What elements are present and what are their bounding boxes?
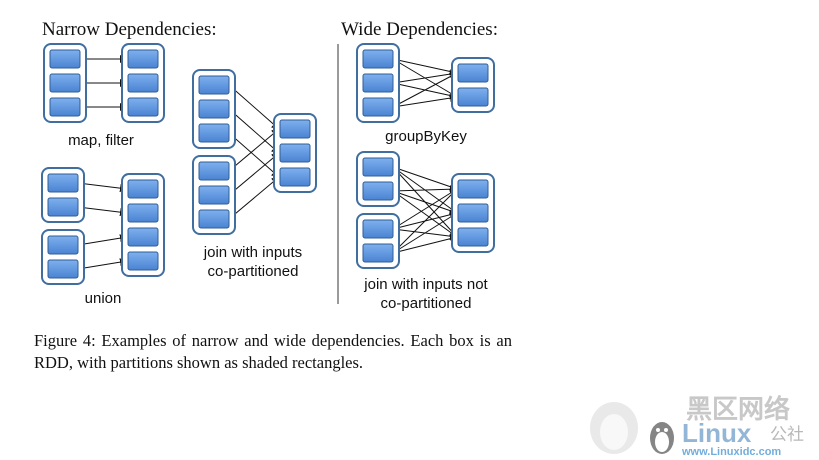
partition: [362, 97, 394, 117]
dependency-arrow: [392, 166, 458, 191]
partition: [198, 161, 230, 181]
partition: [127, 97, 159, 117]
partition: [457, 63, 489, 83]
dependency-arrow: [228, 108, 280, 154]
dependency-arrow: [392, 185, 458, 194]
union-label: union: [85, 290, 122, 307]
watermark-logo: 黑区网络 Linux 公社 www.Linuxidc.com: [590, 394, 804, 458]
partition: [198, 123, 230, 143]
join-copartitioned-label-line1: join with inputs: [203, 244, 302, 261]
dependency-arrow: [228, 132, 280, 178]
map-filter-label: map, filter: [68, 132, 134, 149]
dependency-arrow: [392, 58, 458, 76]
dependency-arrow: [392, 212, 458, 254]
partition: [127, 49, 159, 69]
partition: [279, 143, 311, 163]
partition: [457, 179, 489, 199]
partition: [127, 179, 159, 199]
dependency-arrow: [392, 190, 458, 238]
partition: [49, 49, 81, 69]
partition: [49, 73, 81, 93]
dependency-arrow: [77, 206, 128, 217]
partition: [127, 251, 159, 271]
partition: [362, 157, 394, 177]
partition: [198, 75, 230, 95]
wide-heading: Wide Dependencies:: [341, 19, 498, 40]
dependency-arrows: [77, 55, 458, 270]
partition: [198, 185, 230, 205]
dependency-arrow: [228, 176, 280, 220]
dependency-arrow: [392, 70, 458, 84]
partition: [47, 235, 79, 255]
partition: [362, 73, 394, 93]
partition: [362, 49, 394, 69]
partition: [279, 167, 311, 187]
watermark-line1: 黑区网络: [686, 394, 790, 424]
watermark-url: www.Linuxidc.com: [681, 446, 781, 458]
join-not-copartitioned-label-line2: co-partitioned: [381, 295, 472, 312]
narrow-heading: Narrow Dependencies:: [42, 19, 217, 40]
partition: [362, 181, 394, 201]
groupbykey-label: groupByKey: [385, 128, 467, 145]
partition: [47, 259, 79, 279]
partition: [279, 119, 311, 139]
partition: [127, 73, 159, 93]
penguin-icon: [590, 402, 674, 454]
join-not-copartitioned-label-line1: join with inputs not: [363, 276, 488, 293]
partition: [49, 97, 81, 117]
dependency-arrow: [392, 234, 458, 254]
watermark-line2: Linux: [682, 418, 752, 448]
watermark-line3: 公社: [770, 425, 804, 444]
partition: [457, 203, 489, 223]
partition: [198, 209, 230, 229]
dependency-arrow: [77, 258, 128, 270]
dependency-arrow: [392, 94, 458, 108]
partition: [47, 197, 79, 217]
partition: [457, 87, 489, 107]
rdd-box: [121, 173, 165, 277]
partition: [127, 203, 159, 223]
dependency-arrow: [392, 190, 458, 215]
partition: [362, 219, 394, 239]
figure-caption: Figure 4: Examples of narrow and wide de…: [34, 331, 512, 372]
dependency-arrow: [228, 84, 280, 130]
partition: [362, 243, 394, 263]
rdd-boxes: [41, 43, 495, 285]
dependency-arrow: [77, 234, 128, 246]
dependency-arrow: [392, 188, 458, 254]
dependency-arrow: [77, 182, 128, 193]
partition: [127, 227, 159, 247]
dependency-arrow: [228, 128, 280, 172]
dependency-arrow: [392, 188, 458, 230]
partition: [457, 227, 489, 247]
dependency-arrow: [392, 72, 458, 108]
dependency-arrow: [228, 152, 280, 196]
partition: [198, 99, 230, 119]
partition: [47, 173, 79, 193]
join-copartitioned-label-line2: co-partitioned: [208, 263, 299, 280]
